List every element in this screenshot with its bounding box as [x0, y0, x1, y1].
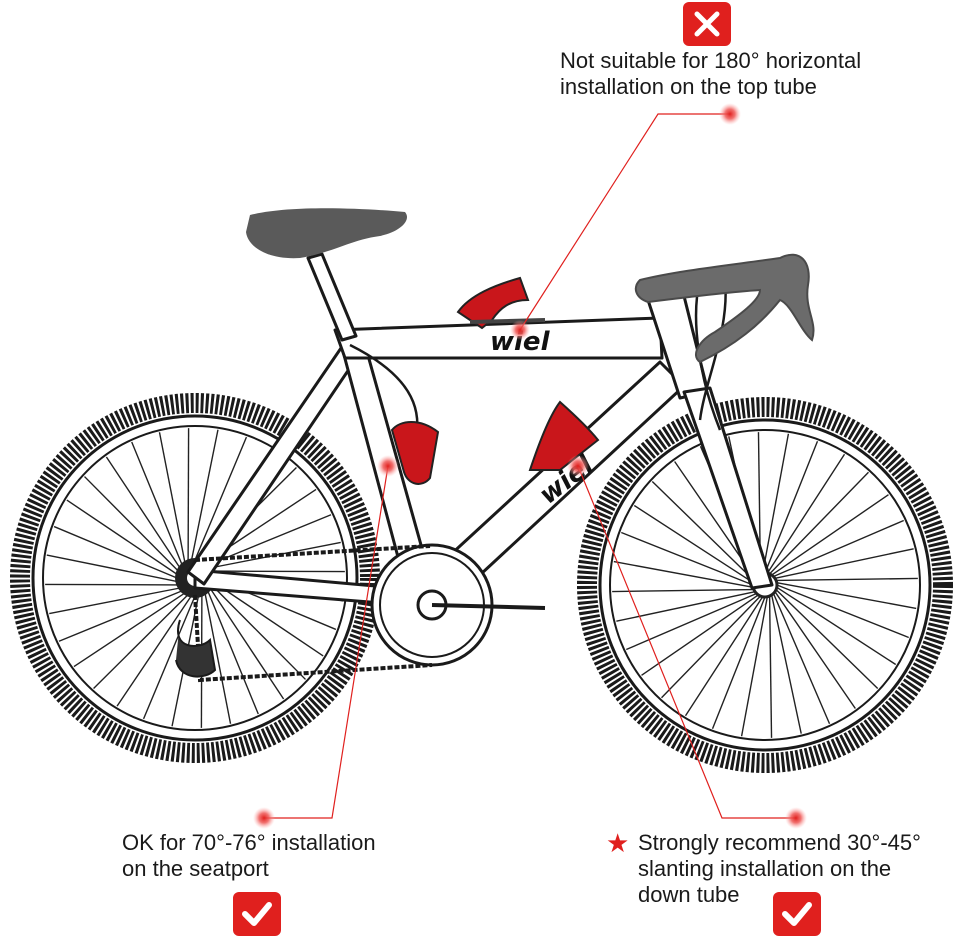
- spoke: [612, 588, 754, 593]
- spoke: [621, 531, 754, 586]
- top-tube-note-line2: installation on the top tube: [560, 74, 817, 99]
- check-icon: [782, 902, 812, 926]
- spoke: [142, 595, 196, 720]
- star-icon: ★: [606, 828, 630, 858]
- down-tube-note-line1: Strongly recommend 30°-45°: [638, 830, 921, 855]
- spoke: [771, 494, 889, 576]
- spoke: [774, 591, 856, 709]
- spoke: [773, 519, 905, 578]
- spoke: [116, 595, 193, 707]
- spoke: [46, 554, 178, 583]
- spoke: [616, 590, 756, 622]
- spoke: [211, 584, 306, 680]
- spoke: [207, 514, 332, 566]
- spoke: [769, 471, 869, 575]
- handlebar: [634, 253, 815, 364]
- top-tube-note-line1: Not suitable for 180° horizontal: [560, 48, 862, 73]
- spoke: [770, 594, 802, 734]
- spoke: [651, 481, 755, 581]
- spoke: [768, 596, 773, 738]
- spoke: [776, 586, 897, 666]
- spoke: [776, 584, 909, 639]
- spoke: [58, 590, 183, 642]
- front-wheel: [577, 397, 953, 773]
- bottle-cage-down-tube: [528, 400, 600, 471]
- spoke: [684, 596, 764, 717]
- spoke: [740, 596, 769, 737]
- spoke: [613, 560, 754, 589]
- bottle-cage-top-tube: [456, 276, 546, 330]
- spoke: [212, 580, 324, 657]
- seatpost-ok-badge: [233, 892, 281, 936]
- spoke: [774, 548, 914, 580]
- not-suitable-badge: [683, 2, 731, 46]
- down-tube-note-line3: down tube: [638, 882, 740, 907]
- down-tube-ok-badge: [773, 892, 821, 936]
- top-tube-note: Not suitable for 180° horizontal install…: [560, 48, 861, 100]
- spoke: [66, 499, 178, 576]
- down-tube-note-line2: slanting installation on the: [638, 856, 892, 881]
- check-icon: [242, 902, 272, 926]
- spoke: [761, 433, 790, 574]
- down-tube-note: Strongly recommend 30°-45° slanting inst…: [638, 830, 921, 908]
- spoke: [207, 590, 259, 715]
- seatpost-note: OK for 70°-76° installation on the seatp…: [122, 830, 376, 882]
- spoke: [764, 441, 819, 574]
- spoke: [53, 525, 178, 579]
- marker-dots: [253, 103, 807, 829]
- saddle: [246, 208, 408, 259]
- spoke: [73, 592, 186, 668]
- spoke: [775, 589, 879, 689]
- spoke: [641, 594, 759, 676]
- spoke: [661, 595, 761, 699]
- spoke: [772, 593, 831, 725]
- spoke: [776, 577, 918, 582]
- spoke: [158, 432, 186, 564]
- spoke: [84, 476, 179, 572]
- spoke: [209, 587, 285, 700]
- front-wheel-spokes: [612, 432, 918, 738]
- spoke: [49, 587, 181, 615]
- seatpost-note-line2: on the seatport: [122, 856, 269, 881]
- seatpost-note-line1: OK for 70°-76° installation: [122, 830, 376, 855]
- spoke: [131, 441, 183, 566]
- spoke: [776, 581, 917, 610]
- bottle-cage-seat-tube: [390, 421, 440, 485]
- drivetrain: [175, 543, 546, 683]
- spoke: [766, 453, 846, 574]
- spoke: [633, 504, 754, 584]
- spoke: [625, 592, 757, 651]
- spoke: [190, 429, 219, 561]
- spoke: [105, 456, 181, 569]
- spoke: [711, 596, 766, 729]
- spoke: [194, 436, 248, 561]
- spoke: [93, 594, 189, 689]
- leader-lines: [264, 113, 796, 819]
- spoke: [204, 592, 232, 724]
- x-icon: [694, 11, 720, 37]
